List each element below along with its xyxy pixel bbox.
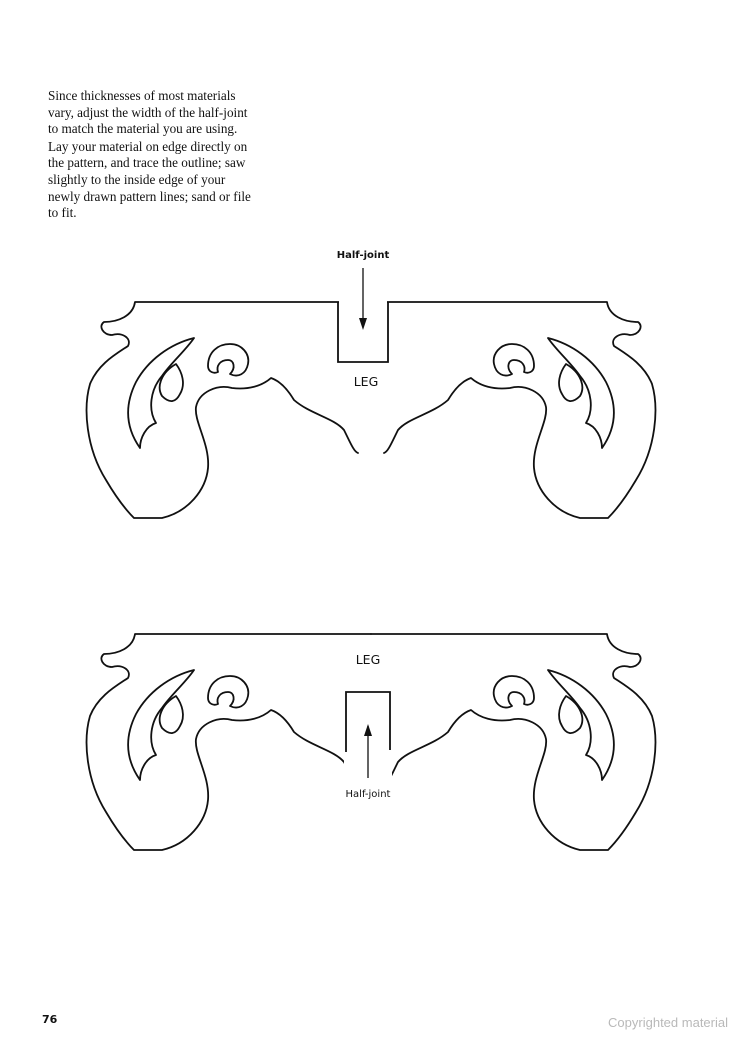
leg-pattern-bottom xyxy=(85,633,657,851)
bottom-joint-label: Half-joint xyxy=(346,789,391,800)
instructions-text: Since thicknesses of most materials vary… xyxy=(48,88,258,223)
instructions-paragraph-2: Lay your material on edge directly on th… xyxy=(48,138,251,221)
copyright-notice: Copyrighted material xyxy=(608,1015,728,1030)
leg-pattern-top xyxy=(85,299,657,519)
instructions-paragraph-1: Since thicknesses of most materials vary… xyxy=(48,88,248,137)
page-number: 76 xyxy=(42,1013,58,1026)
top-joint-label: Half-joint xyxy=(337,250,390,261)
bottom-leg-label: LEG xyxy=(356,652,381,667)
top-leg-label: LEG xyxy=(354,374,379,389)
